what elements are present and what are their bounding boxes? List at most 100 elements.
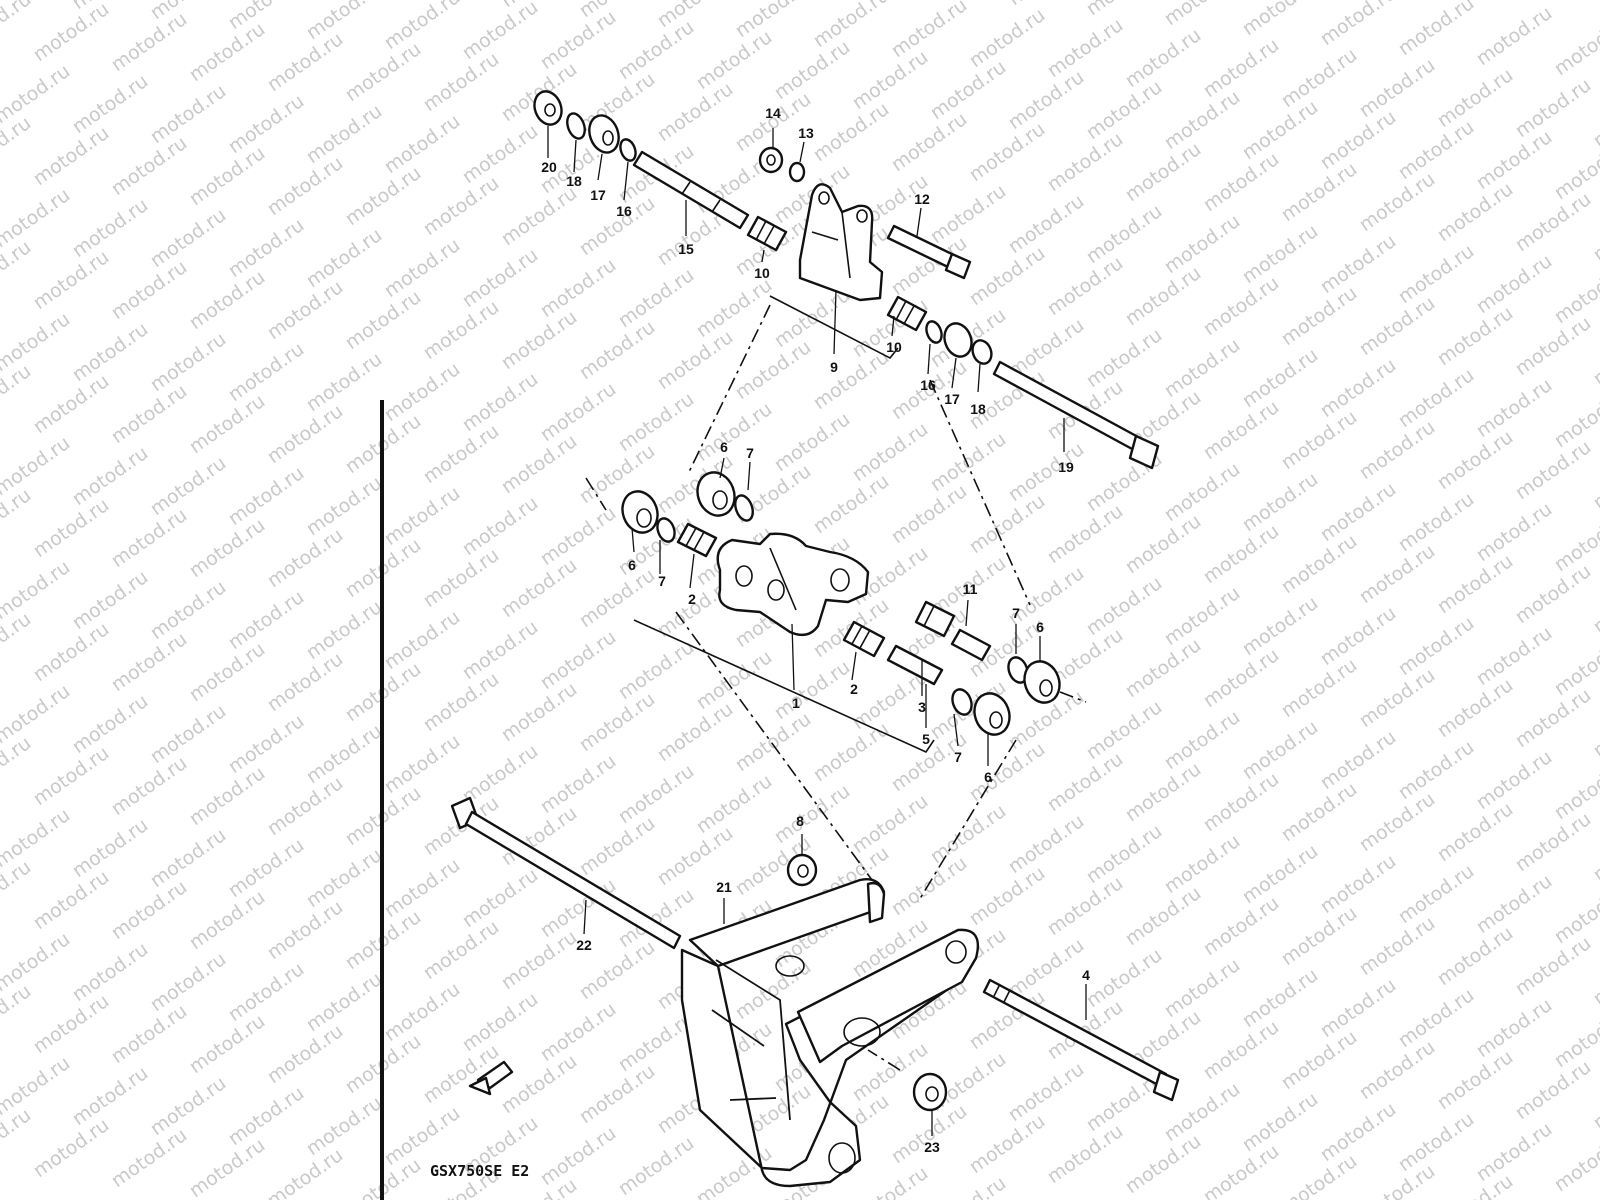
watermark-text: motod.ru [1238, 840, 1322, 908]
watermark-text: motod.ru [1238, 0, 1322, 40]
watermark-text: motod.ru [263, 276, 347, 344]
watermark-text: motod.ru [1355, 416, 1439, 484]
watermark-text: motod.ru [146, 452, 230, 520]
watermark-text: motod.ru [1472, 622, 1556, 690]
watermark-text: motod.ru [0, 60, 74, 128]
watermark-text: motod.ru [29, 494, 113, 562]
watermark-text: motod.ru [29, 1114, 113, 1182]
watermark-text: motod.ru [107, 1124, 191, 1192]
watermark-text: motod.ru [1355, 788, 1439, 856]
label-8: 8 [796, 813, 804, 829]
watermark-text: motod.ru [380, 854, 464, 922]
watermark-text: motod.ru [1277, 158, 1361, 226]
watermark-text: motod.ru [965, 490, 1049, 558]
watermark-text: motod.ru [1004, 1058, 1088, 1126]
watermark-text: motod.ru [497, 678, 581, 746]
watermark-text: motod.ru [1043, 748, 1127, 816]
watermark-text: motod.ru [1043, 14, 1127, 82]
watermark-text: motod.ru [614, 760, 698, 828]
watermark-text: motod.ru [692, 770, 776, 838]
watermark-text: motod.ru [263, 648, 347, 716]
watermark-text: motod.ru [263, 896, 347, 964]
front-direction-arrow [468, 1060, 514, 1096]
watermark-text: motod.ru [1160, 582, 1244, 650]
watermark-text: motod.ru [1316, 602, 1400, 670]
watermark-text: motod.ru [497, 306, 581, 374]
watermark-text: motod.ru [224, 214, 308, 282]
watermark-text: motod.ru [458, 244, 542, 312]
watermark-text: motod.ru [1394, 0, 1478, 60]
label-7-right: 7 [1012, 605, 1020, 621]
part-18-washer [566, 112, 586, 140]
watermark-text: motod.ru [29, 0, 113, 66]
part-10-needle-bearing-right [886, 295, 928, 332]
watermark-text: motod.ru [68, 194, 152, 262]
watermark-text: motod.ru [302, 596, 386, 664]
watermark-text: motod.ru [1121, 262, 1205, 330]
label-9: 9 [830, 359, 838, 375]
watermark-text: motod.ru [1277, 406, 1361, 474]
watermark-text: motod.ru [146, 824, 230, 892]
watermark-text: motod.ru [536, 1122, 620, 1190]
part-16-spacer-right [925, 320, 943, 344]
watermark-text: motod.ru [1121, 138, 1205, 206]
watermark-text: motod.ru [536, 6, 620, 74]
watermark-text: motod.ru [107, 256, 191, 324]
watermark-text: motod.ru [341, 38, 425, 106]
watermark-text: motod.ru [1277, 530, 1361, 598]
label-18-right: 18 [970, 401, 986, 417]
part-16-spacer [619, 138, 637, 162]
label-5: 5 [922, 731, 930, 747]
part-11-bearing [914, 600, 992, 662]
watermark-text: motod.ru [380, 234, 464, 302]
watermark-text: motod.ru [1472, 1118, 1556, 1186]
label-19: 19 [1058, 459, 1074, 475]
watermark-text: motod.ru [1433, 1046, 1517, 1114]
watermark-text: motod.ru [146, 80, 230, 148]
watermark-text: motod.ru [419, 172, 503, 240]
watermark-text: motod.ru [380, 110, 464, 178]
watermark-text: motod.ru [1316, 106, 1400, 174]
watermark-text: motod.ru [614, 388, 698, 456]
part-7-washer-left [656, 517, 676, 543]
watermark-text: motod.ru [224, 710, 308, 778]
watermark-text: motod.ru [107, 752, 191, 820]
part-4-bolt [982, 978, 1180, 1102]
bracket-1-2-5 [633, 619, 935, 754]
watermark-text: motod.ru [185, 390, 269, 458]
watermark-text: motod.ru [107, 8, 191, 76]
watermark-text: motod.ru [146, 328, 230, 396]
watermark-text: motod.ru [224, 1082, 308, 1150]
watermark-text: motod.ru [1082, 820, 1166, 888]
part-labels: 20 18 17 16 15 14 13 12 10 10 9 16 17 18… [541, 105, 1090, 1155]
watermark-text: motod.ru [29, 742, 113, 810]
watermark-text: motod.ru [653, 0, 737, 32]
watermark-text: motod.ru [1472, 374, 1556, 442]
label-6-lower: 6 [984, 769, 992, 785]
watermark-text: motod.ru [224, 0, 308, 34]
watermark-text: motod.ru [1394, 736, 1478, 804]
watermark-text: motod.ru [68, 690, 152, 758]
watermark-text: motod.ru [458, 120, 542, 188]
watermark-text: motod.ru [926, 180, 1010, 248]
watermark-text: motod.ru [497, 430, 581, 498]
watermark-text: motod.ru [1043, 252, 1127, 320]
watermark-text: motod.ru [458, 0, 542, 64]
watermark-text: motod.ru [1316, 230, 1400, 298]
watermark-text: motod.ru [1355, 540, 1439, 608]
watermark-text: motod.ru [1316, 974, 1400, 1042]
watermark-text: motod.ru [1199, 272, 1283, 340]
watermark-text: motod.ru [185, 886, 269, 954]
watermark-text: motod.ru [1433, 64, 1517, 132]
watermark-text: motod.ru [1004, 810, 1088, 878]
watermark-text: motod.ru [1394, 984, 1478, 1052]
watermark-text: motod.ru [536, 750, 620, 818]
watermark-text: motod.ru [1511, 808, 1595, 876]
watermark-text: motod.ru [848, 46, 932, 114]
watermark-text: motod.ru [1043, 128, 1127, 196]
watermark-text: motod.ru [731, 708, 815, 776]
part-7-washer-right [1007, 656, 1029, 684]
watermark-text: motod.ru [0, 556, 74, 624]
watermark-text: motod.ru [770, 36, 854, 104]
